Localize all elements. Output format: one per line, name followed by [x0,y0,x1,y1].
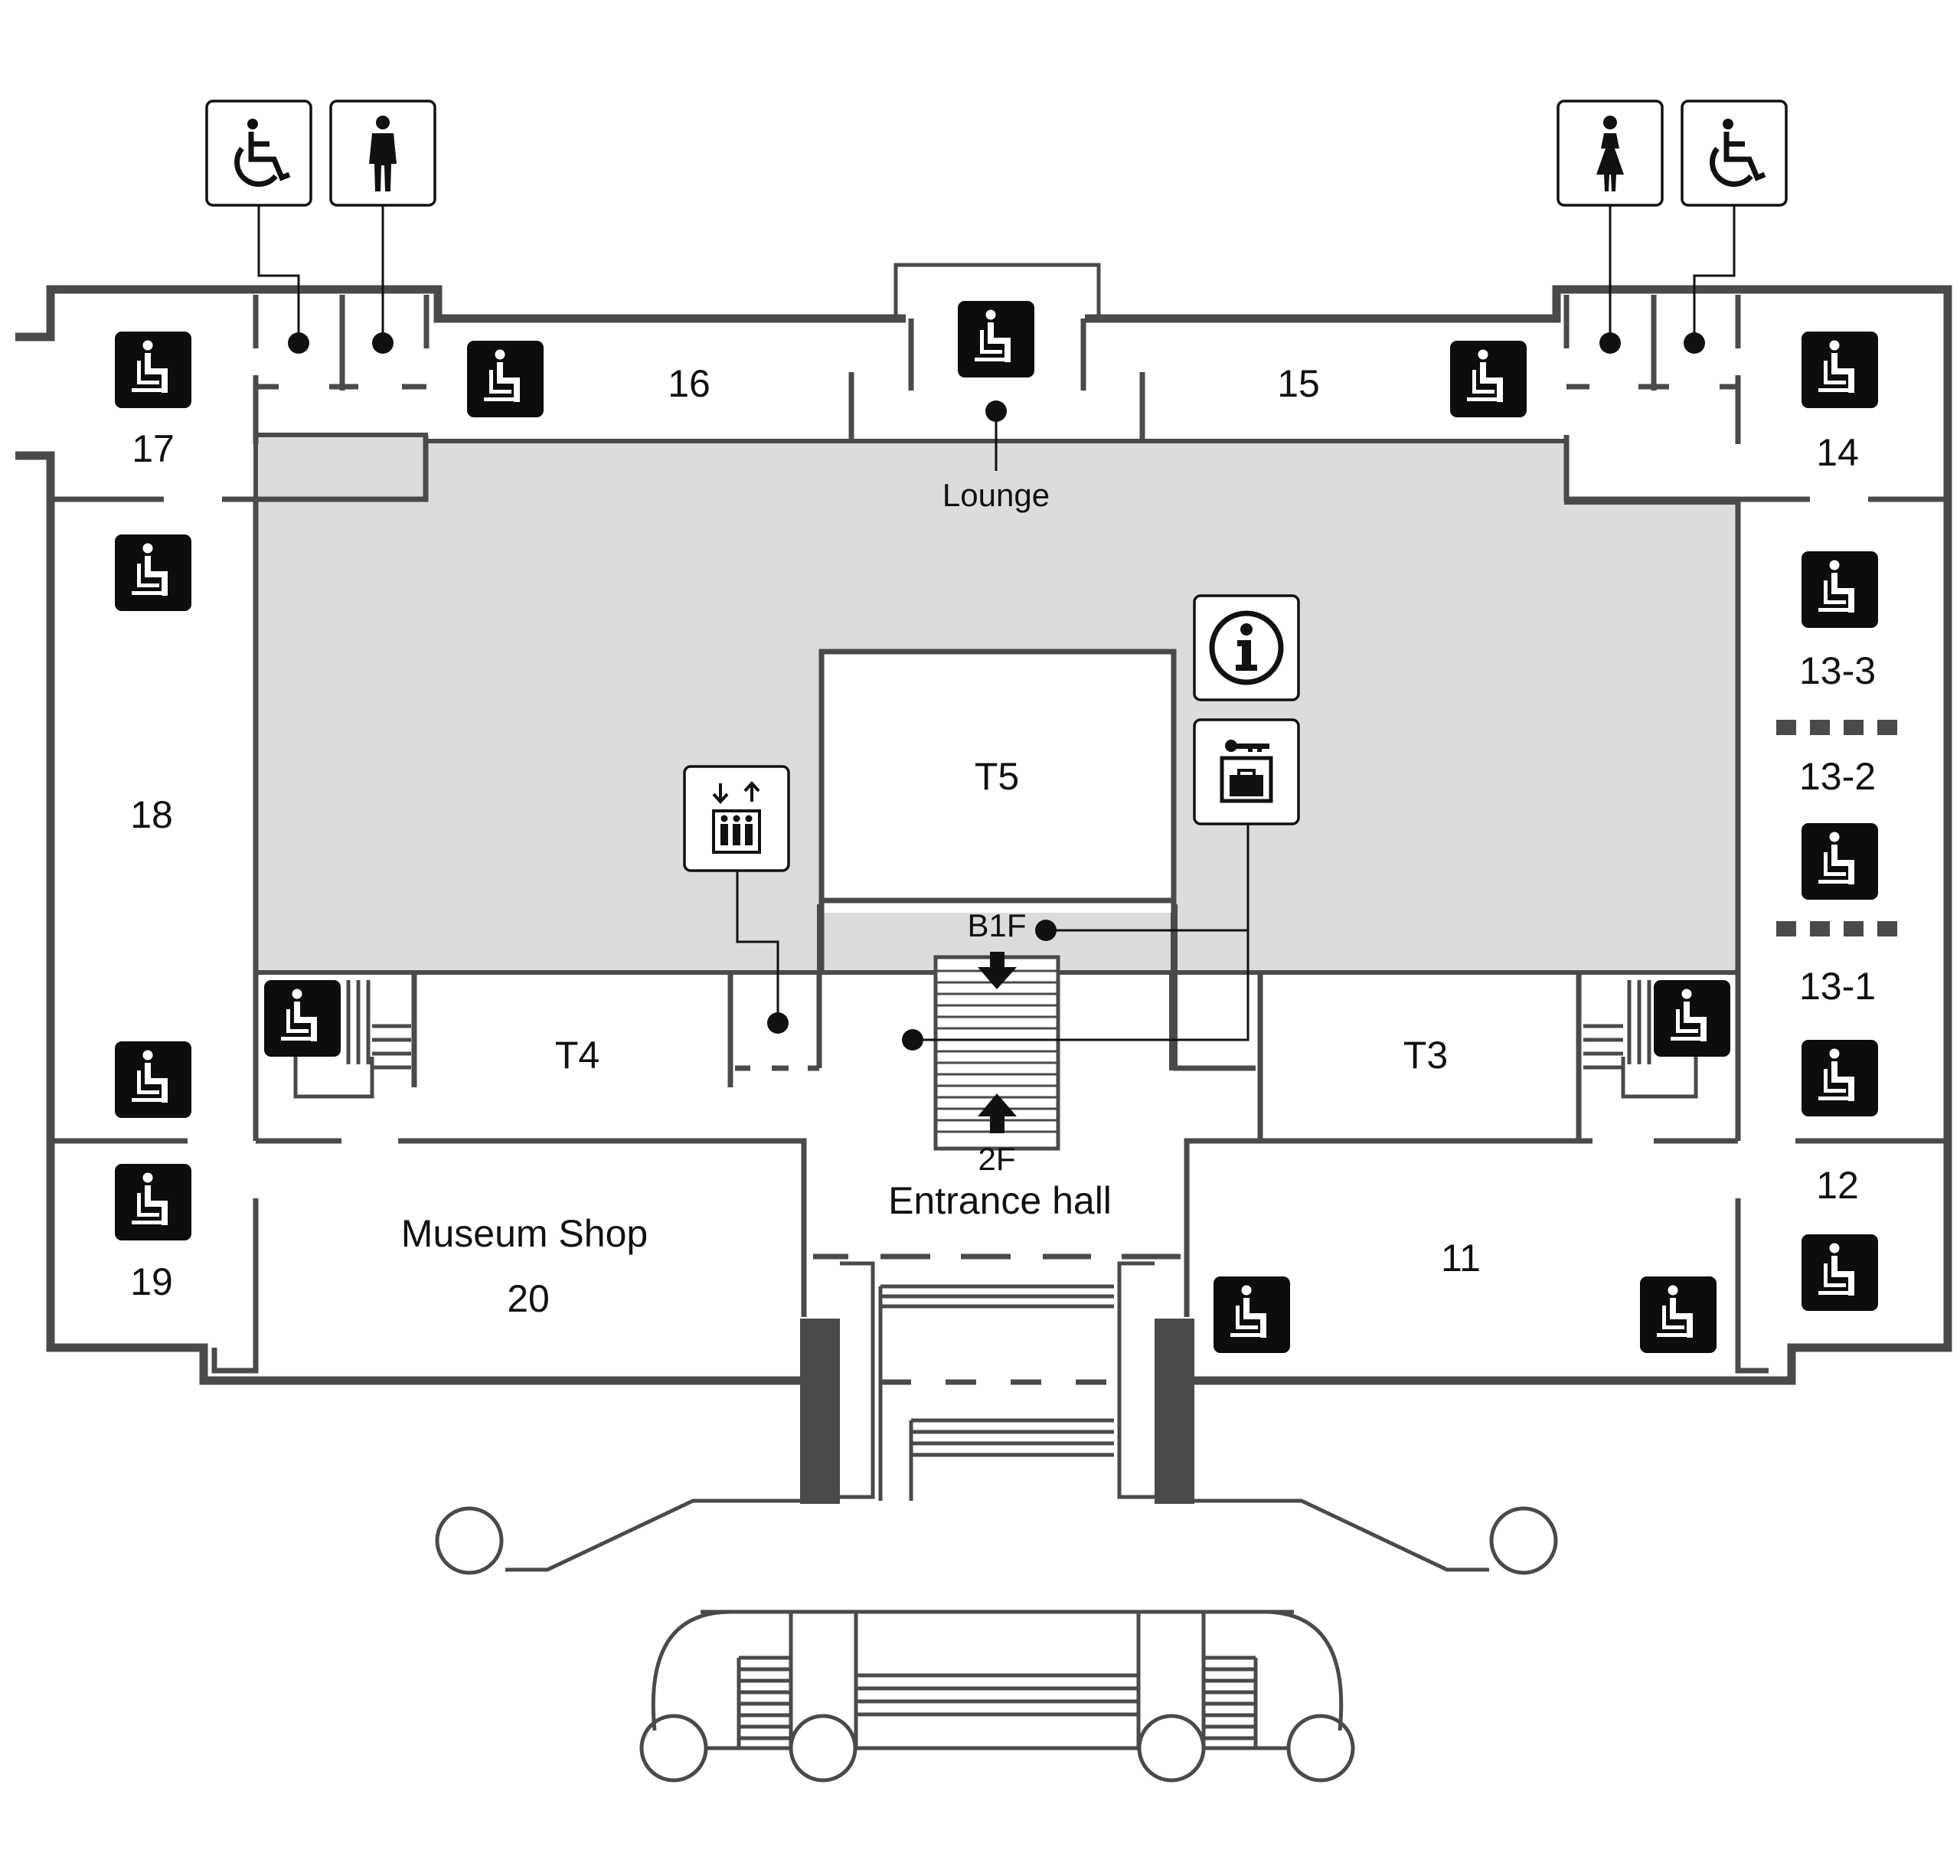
entrance-hall-label: Entrance hall [888,1179,1112,1222]
room-18-label: 18 [130,793,173,836]
seat-icon [1802,332,1878,408]
museum-shop-label: Museum Shop [401,1212,648,1255]
room-17-label: 17 [132,427,175,470]
coin-locker-icon [1193,718,1300,825]
room-11-label: 11 [1441,1237,1481,1280]
seat-icon [115,534,191,611]
seat-icon [1802,551,1878,628]
seat-icon [115,332,191,408]
room-15-label: 15 [1277,362,1320,405]
floor-b1f-label: B1F [967,907,1026,943]
seat-icon [115,1041,191,1118]
outer-walls [15,263,1952,1385]
seat-icon [1654,980,1730,1057]
womens-restroom-icon [1557,100,1664,207]
room-19-label: 19 [130,1260,173,1303]
room-12-label: 12 [1816,1164,1859,1207]
seat-icon [115,1164,191,1240]
wheelchair-icon [1682,101,1786,205]
seat-icon [1802,1040,1878,1116]
room-13-2-label: 13-2 [1799,755,1876,798]
room-t5-box [818,649,1177,904]
room-14-label: 14 [1816,431,1859,474]
room-t3-label: T3 [1403,1034,1448,1077]
seat-icon [958,301,1034,377]
seat-icon [1802,823,1878,900]
information-icon [1193,594,1300,701]
museum-shop-number: 20 [507,1277,550,1320]
seat-icon [467,341,544,417]
seat-icon [1640,1276,1717,1353]
seat-icon [1214,1276,1290,1353]
room-16-label: 16 [668,362,710,405]
elevator-icon [683,765,790,872]
arrow-down-icon [978,952,1017,989]
lounge-label: Lounge [942,477,1050,513]
seat-icon [264,980,341,1057]
arrow-up-icon [978,1093,1017,1133]
central-stairs [933,952,1060,1151]
room-13-1-label: 13-1 [1799,965,1876,1008]
mens-restroom-icon [329,100,436,207]
leader-lines [257,205,1736,1051]
front-entrance [435,1284,1558,1783]
seat-icon [1802,1234,1878,1311]
room-13-3-label: 13-3 [1799,649,1876,692]
wheelchair-icon [207,101,311,205]
floor-2f-label: 2F [978,1141,1015,1177]
interior-walls [51,295,1948,1504]
room-t5-label: T5 [975,755,1019,798]
seat-icon [1450,341,1527,417]
room-t4-label: T4 [555,1034,599,1077]
